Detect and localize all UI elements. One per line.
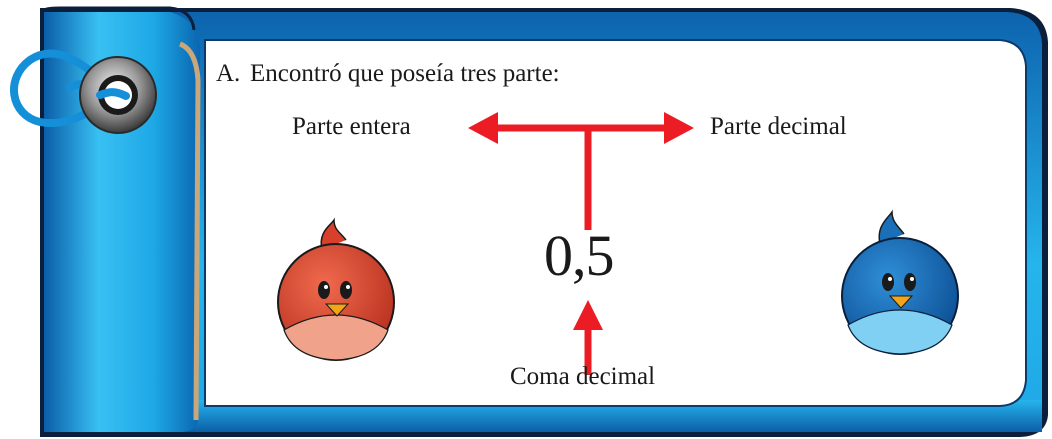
parts-arrow-diagram (468, 112, 694, 375)
arrow-head-right (664, 112, 694, 144)
decimal-part-label: Parte decimal (710, 113, 847, 140)
decimal-comma-label: Coma decimal (510, 363, 656, 390)
arrow-head-left (468, 112, 498, 144)
lesson-heading: A. Encontró que poseía tres parte: (216, 60, 560, 88)
tab-edge-highlight (178, 41, 201, 421)
integer-part-label: Parte entera (292, 113, 411, 140)
red-bird-icon (277, 217, 395, 361)
metal-eyelet-icon (79, 56, 157, 134)
comma-arrow-head (573, 300, 603, 330)
item-letter: A. (216, 60, 241, 87)
heading-text: Encontró que poseía tres parte: (250, 60, 560, 87)
content-panel (204, 39, 1027, 407)
decimal-number: 0,5 (544, 223, 614, 288)
blue-bird-icon (841, 209, 959, 355)
